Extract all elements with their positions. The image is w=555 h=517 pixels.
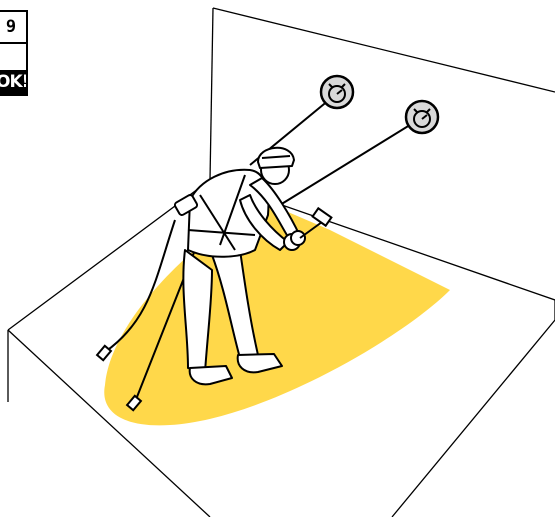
- anchor-point-icon: [406, 101, 438, 133]
- badge-number: 9: [0, 12, 26, 42]
- anchor-point-icon: [321, 76, 353, 108]
- badge-status: OK!: [0, 70, 26, 94]
- status-badge: 9 OK!: [0, 10, 28, 96]
- badge-divider: [0, 42, 26, 70]
